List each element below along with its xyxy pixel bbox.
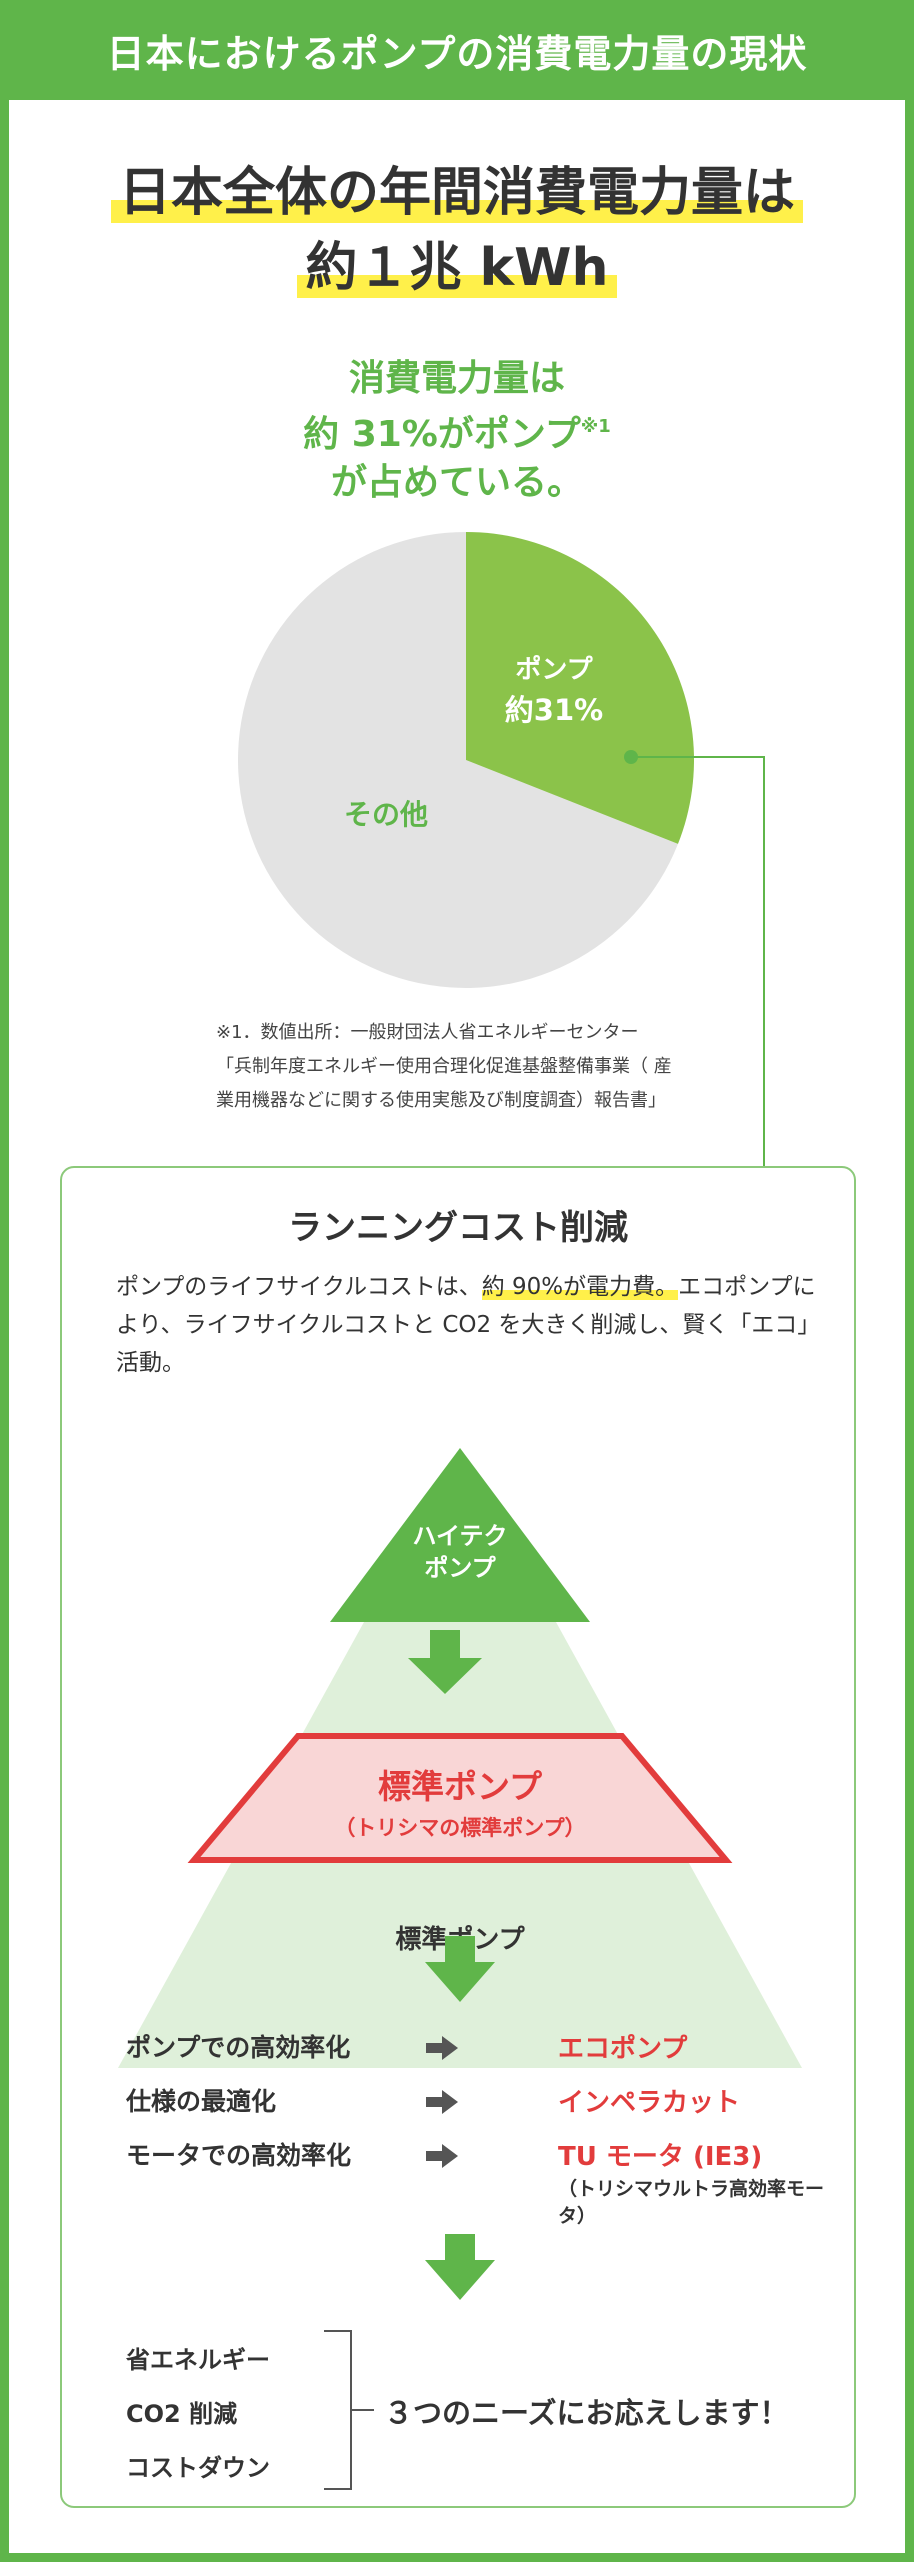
need-item-3: コストダウン — [126, 2454, 270, 2482]
footnote-line2: 「兵制年度エネルギー使用合理化促進基盤整備事業（ 産 — [216, 1056, 672, 1077]
measure-sub-3: （トリシマウルトラ高効率モータ） — [558, 2178, 825, 2227]
header-bar: 日本におけるポンプの消費電力量の現状 — [0, 0, 914, 100]
header-title: 日本におけるポンプの消費電力量の現状 — [106, 31, 808, 76]
pie-label-other: その他 — [344, 798, 428, 831]
footnote-line3: 業用機器などに関する使用実態及び制度調査）報告書」 — [216, 1090, 666, 1111]
pyramid-top-line1: ハイテク — [412, 1522, 507, 1550]
right-arrow-icon — [426, 2090, 458, 2114]
pyramid-arrow-shaft — [430, 1630, 460, 1660]
needs-result: ３つのニーズにお応えします！ — [384, 2396, 789, 2430]
measure-from-3: モータでの高効率化 — [126, 2141, 352, 2170]
footnote-mark: ※1 — [580, 416, 611, 437]
pie-chart: ポンプ 約31% その他 — [238, 532, 694, 988]
pie-label-pump: ポンプ — [515, 654, 593, 685]
pyramid-middle-sub: （トリシマの標準ポンプ） — [334, 1816, 585, 1840]
pump-share-text: 消費電力量は 約 31%がポンプ※1 が占めている。 — [0, 355, 914, 507]
measure-row-3: モータでの高効率化 TU モータ (IE3) （トリシマウルトラ高効率モータ） — [126, 2136, 846, 2227]
need-item-2: CO2 削減 — [126, 2400, 238, 2428]
running-cost-title: ランニングコスト削減 — [288, 1208, 628, 1248]
pyramid-top-tier — [330, 1448, 590, 1622]
pump-share-line2-text: 約 31%がポンプ — [303, 414, 581, 455]
measure-to-1: エコポンプ — [558, 2034, 688, 2064]
measure-from-2: 仕様の最適化 — [126, 2087, 277, 2116]
down-arrow-2 — [425, 2234, 495, 2300]
down-arrow-1 — [425, 1936, 495, 2002]
headline-line1: 日本全体の年間消費電力量は — [0, 150, 914, 225]
pyramid-top-line2: ポンプ — [424, 1554, 496, 1582]
pie-slice-other — [238, 532, 678, 988]
headline-line1-text: 日本全体の年間消費電力量は — [110, 163, 803, 223]
needs-bracket — [324, 2330, 352, 2490]
measure-to-3: TU モータ (IE3) — [558, 2142, 763, 2172]
needs-bracket-connector — [352, 2409, 374, 2411]
running-cost-body-pre: ポンプのライフサイクルコストは、 — [116, 1274, 482, 1300]
footnote: ※1．数値出所：一般財団法人省エネルギーセンター 「兵制年度エネルギー使用合理化… — [216, 1016, 736, 1118]
pump-share-line2: 約 31%がポンプ※1 — [0, 403, 914, 459]
measure-to-2: インペラカット — [558, 2088, 741, 2118]
need-item-1: 省エネルギー — [126, 2346, 270, 2374]
pyramid-middle-tier — [187, 1733, 733, 1863]
headline-line2-text: 約１兆 kWh — [297, 238, 617, 298]
pyramid-middle-main: 標準ポンプ — [378, 1767, 543, 1806]
running-cost-body-post: エコポンプにより、ライフサイクルコストと CO2 を大きく削減し、賢く「エコ」活… — [116, 1274, 816, 1376]
measure-row-1: ポンプでの高効率化 エコポンプ — [126, 2028, 846, 2068]
pie-value-pump: 約31% — [505, 693, 603, 727]
pump-share-line1: 消費電力量は — [348, 358, 565, 399]
running-cost-highlight: 約 90%が電力費。 — [481, 1274, 679, 1300]
pump-share-line3: が占めている。 — [330, 462, 583, 503]
headline-line2: 約１兆 kWh — [0, 225, 914, 300]
needs-list: 省エネルギー CO2 削減 コストダウン — [126, 2340, 270, 2502]
running-cost-body: ポンプのライフサイクルコストは、約 90%が電力費。エコポンプにより、ライフサイ… — [116, 1268, 816, 1382]
measure-from-1: ポンプでの高効率化 — [126, 2033, 351, 2062]
pyramid-arrow-head — [408, 1658, 482, 1694]
running-cost-box: ランニングコスト削減 ポンプのライフサイクルコストは、約 90%が電力費。エコポ… — [60, 1166, 856, 2508]
right-arrow-icon — [426, 2144, 458, 2168]
right-arrow-icon — [426, 2036, 458, 2060]
measure-row-2: 仕様の最適化 インペラカット — [126, 2082, 846, 2122]
footnote-line1: ※1．数値出所：一般財団法人省エネルギーセンター — [216, 1022, 639, 1043]
